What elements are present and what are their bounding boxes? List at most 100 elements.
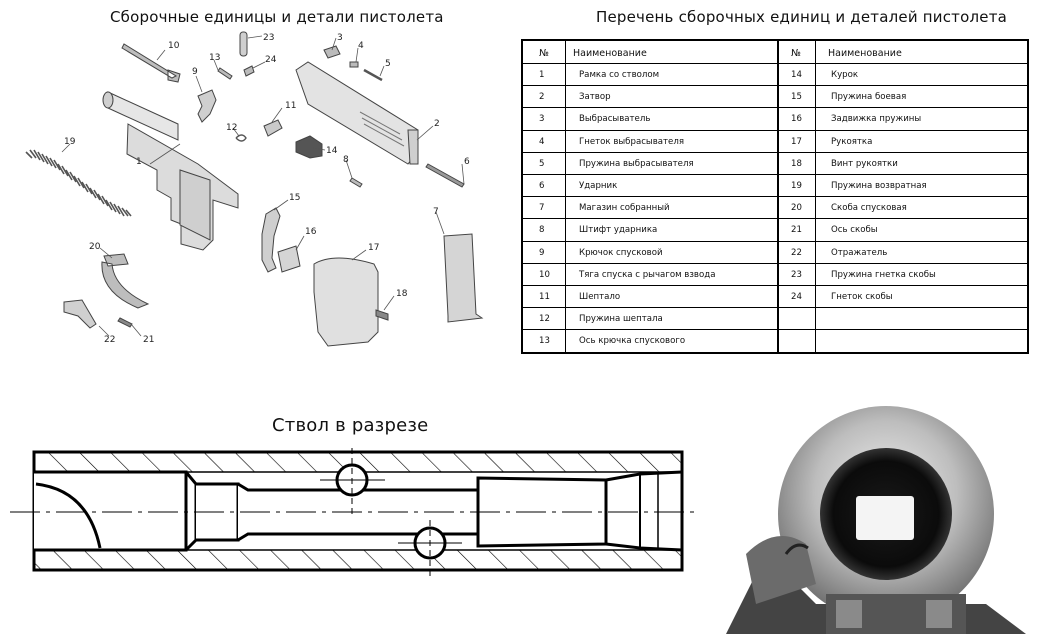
table-row-line <box>523 351 1027 353</box>
table-row-number: 24 <box>791 292 802 302</box>
barrel-outline <box>10 448 700 580</box>
table-row-name: Пружина выбрасывателя <box>579 158 694 169</box>
table-row-number: 7 <box>539 203 545 214</box>
table-row-name: Рамка со стволом <box>579 70 660 80</box>
table-row-number: 20 <box>791 203 802 214</box>
callout-24: 24 <box>265 55 277 65</box>
callout-leaders <box>61 35 465 337</box>
callout-16: 16 <box>305 227 317 237</box>
table-row-number: 5 <box>539 158 545 169</box>
table-row-number: 12 <box>539 314 550 325</box>
part-trigger-guard-spring <box>239 31 248 57</box>
table-row-name: Пружина шептала <box>579 314 663 325</box>
part-grip <box>313 257 379 347</box>
table-row-number: 10 <box>539 269 550 280</box>
table-row-name: Крючок спусковой <box>579 247 663 258</box>
table-row-name: Выбрасыватель <box>579 114 651 125</box>
part-extractor <box>323 45 341 59</box>
callout-15: 15 <box>289 193 300 203</box>
table-row-number: 3 <box>539 114 545 125</box>
table-row-line <box>523 218 1027 220</box>
part-mainspring <box>261 207 281 273</box>
table-row-number: 21 <box>791 225 802 236</box>
header-number-right: № <box>791 48 801 59</box>
table-row-line <box>523 174 1027 175</box>
table-row-line <box>523 285 1027 286</box>
callout-1: 1 <box>136 157 142 167</box>
callout-numbers: 10 13 9 23 24 3 4 5 11 12 2 1 14 8 6 7 1… <box>64 33 470 345</box>
table-row-line <box>523 307 1027 309</box>
table-row-name: Ось крючка спускового <box>579 336 686 347</box>
part-ejector <box>63 299 97 329</box>
callout-7: 7 <box>433 207 439 217</box>
table-row-line <box>523 151 1027 153</box>
table-row-line <box>523 129 1027 131</box>
callout-8: 8 <box>343 155 349 165</box>
table-row-name: Гнеток выбрасывателя <box>579 136 685 147</box>
table-row-number: 23 <box>791 269 802 280</box>
table-row-number: 11 <box>539 292 550 302</box>
table-row-number: 4 <box>539 136 545 147</box>
callout-20: 20 <box>89 242 101 252</box>
exploded-parts-diagram: 10 13 9 23 24 3 4 5 11 12 2 1 14 8 6 7 1… <box>25 31 484 347</box>
table-row-number: 9 <box>539 247 545 258</box>
table-row-number: 22 <box>791 247 802 258</box>
callout-4: 4 <box>358 41 364 51</box>
table-row-line <box>523 63 1027 64</box>
part-mainspring-latch <box>277 245 301 273</box>
header-number-left: № <box>539 48 549 59</box>
callout-19: 19 <box>64 137 76 147</box>
table-row-number: 8 <box>539 225 545 236</box>
part-trigger-pin <box>217 67 233 80</box>
table-row-name: Штифт ударника <box>579 225 658 236</box>
table-row-name: Ударник <box>579 181 618 191</box>
header-name-left: Наименование <box>573 48 647 59</box>
table-row-name: Пружина гнетка скобы <box>831 269 936 280</box>
part-firing-pin-retainer <box>349 177 363 188</box>
part-sear <box>263 119 283 137</box>
table-row-name: Шептало <box>579 292 621 302</box>
table-title: Перечень сборочных единиц и деталей пист… <box>596 8 1008 26</box>
table-row-name: Отражатель <box>831 247 888 258</box>
table-row-number: 19 <box>791 181 802 191</box>
table-row-name: Затвор <box>579 92 611 103</box>
callout-5: 5 <box>385 59 391 69</box>
part-guard-pin <box>117 317 133 328</box>
part-firing-pin <box>425 163 465 188</box>
table-row-number: 14 <box>791 70 802 80</box>
callout-6: 6 <box>464 157 470 167</box>
part-trigger <box>197 89 217 123</box>
part-recoil-spring <box>25 149 132 217</box>
table-row-name: Скоба спусковая <box>831 203 907 214</box>
table-row-line <box>523 107 1027 109</box>
part-trigger-guard-plunger <box>243 65 255 77</box>
table-row-name: Винт рукоятки <box>831 158 898 169</box>
callout-14: 14 <box>326 146 338 156</box>
callout-2: 2 <box>434 119 440 129</box>
table-row-number: 18 <box>791 158 802 169</box>
barrel-muzzle-photo <box>726 404 1026 634</box>
callout-12: 12 <box>226 123 237 133</box>
table-row-name: Пружина возвратная <box>831 181 927 191</box>
callout-11: 11 <box>285 101 296 111</box>
table-row-name: Магазин собранный <box>579 203 670 214</box>
table-row-number: 16 <box>791 114 802 125</box>
part-slide <box>295 61 419 165</box>
table-row-line <box>523 85 1027 87</box>
header-name-right: Наименование <box>828 48 902 59</box>
callout-21: 21 <box>143 335 154 345</box>
part-trigger-bar <box>121 43 181 83</box>
table-row-number: 15 <box>791 92 802 103</box>
table-row-name: Рукоятка <box>831 136 873 147</box>
table-row-line <box>523 262 1027 264</box>
callout-23: 23 <box>263 33 274 43</box>
part-frame-with-barrel <box>102 91 239 251</box>
callout-9: 9 <box>192 67 198 77</box>
part-magazine <box>443 233 484 323</box>
callout-10: 10 <box>168 41 180 51</box>
callout-3: 3 <box>337 33 343 43</box>
part-hammer <box>295 135 323 159</box>
table-row-name: Тяга спуска с рычагом взвода <box>579 269 716 280</box>
